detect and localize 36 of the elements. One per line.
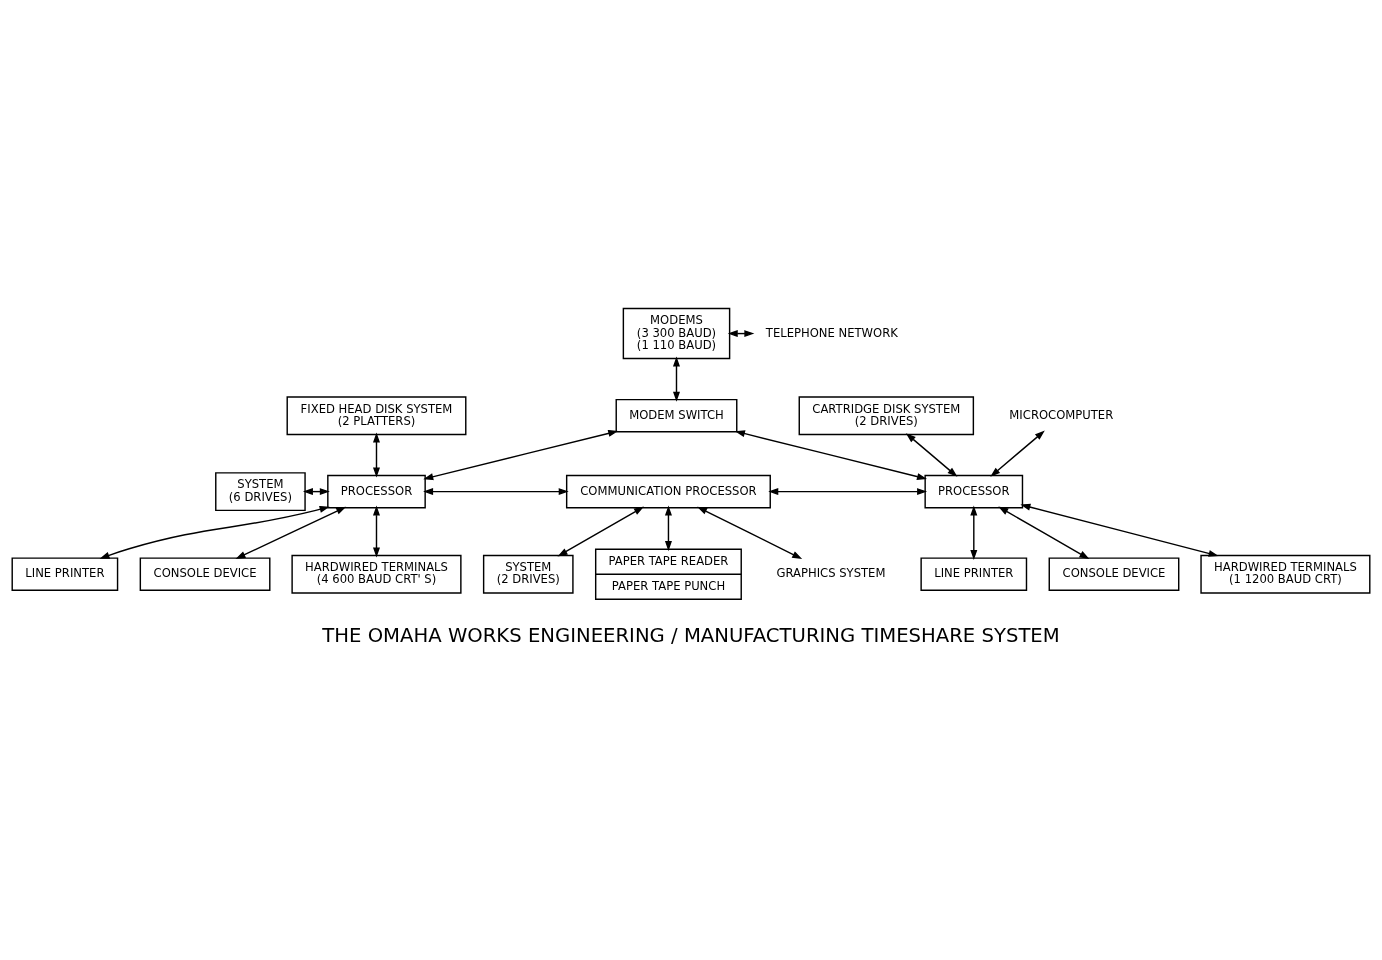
node-text: GRAPHICS SYSTEM	[776, 566, 886, 581]
node-box: SYSTEM (2 DRIVES)	[482, 554, 574, 594]
arrow	[423, 430, 619, 481]
node-box: LINE PRINTER	[11, 557, 119, 591]
arrow	[664, 505, 672, 552]
node-box: MODEMS (3 300 BAUD) (1 110 BAUD)	[622, 307, 731, 360]
arrow	[905, 433, 958, 477]
arrow	[1020, 503, 1219, 557]
node-box: HARDWIRED TERMINALS (4 600 BAUD CRT' S)	[291, 554, 462, 594]
arrow	[768, 488, 928, 496]
node-box: COMMUNICATION PROCESSOR	[565, 474, 771, 509]
node-box: CONSOLE DEVICE	[1048, 557, 1180, 591]
arrow	[373, 432, 380, 478]
node-box: CARTRIDGE DISK SYSTEM (2 DRIVES)	[798, 396, 975, 436]
node-box: CONSOLE DEVICE	[139, 557, 271, 591]
node-box: HARDWIRED TERMINALS (1 1200 BAUD CRT)	[1200, 554, 1371, 594]
node-box: MODEM SWITCH	[615, 398, 738, 433]
arrow	[673, 356, 680, 402]
node-box: SYSTEM (6 DRIVES)	[215, 472, 306, 512]
arrow	[697, 506, 803, 559]
node-text: TELEPHONE NETWORK	[765, 325, 898, 340]
arrow	[373, 505, 380, 558]
arrow	[235, 506, 347, 559]
node-box: PROCESSOR	[327, 474, 426, 509]
arrow	[970, 505, 978, 561]
arrow	[734, 430, 928, 481]
arrow	[557, 506, 644, 557]
arrow	[990, 430, 1045, 477]
arrow	[99, 505, 330, 559]
node-box: FIXED HEAD DISK SYSTEM (2 PLATTERS)	[286, 396, 467, 436]
node-box: PROCESSOR	[924, 474, 1024, 509]
node-box: LINE PRINTER	[920, 557, 1028, 591]
node-text: MICROCOMPUTER	[1009, 407, 1114, 422]
arrow	[423, 488, 569, 496]
arrow	[998, 506, 1090, 560]
diagram-title: THE OMAHA WORKS ENGINEERING / MANUFACTURING TIMESHARE SYSTEM	[322, 624, 1060, 648]
